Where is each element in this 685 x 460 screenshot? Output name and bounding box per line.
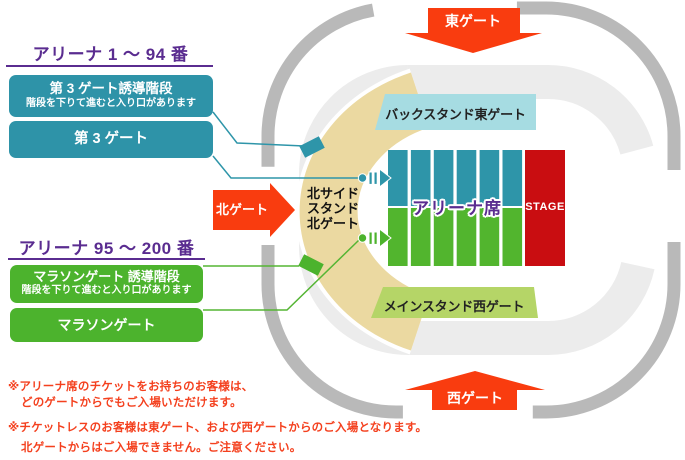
arena-1-94-underline <box>6 65 213 67</box>
note2-line2: 北ゲートからはご入場できません。ご注意ください。 <box>21 442 302 454</box>
arena-95-200-underline <box>8 258 205 260</box>
arena-columns-teal <box>388 150 523 206</box>
north-side-stand-line3: 北ゲート <box>306 216 359 231</box>
north-side-stand-line2: スタンド <box>306 201 359 216</box>
arena-column <box>456 208 477 266</box>
west-gate-label: 西ゲート <box>447 390 503 406</box>
connector-line-marathon-gate <box>203 239 360 311</box>
arena-column <box>410 208 431 266</box>
note2-line1: ※チケットレスのお客様は東ゲート、および西ゲートからのご入場となります。 <box>8 422 428 434</box>
arena-column <box>479 150 500 206</box>
north-stand-crescent <box>299 72 430 351</box>
arena-column <box>479 208 500 266</box>
connector-line-gate3 <box>212 155 358 179</box>
gate3-guide-stairs-box: 第 3 ゲート誘導階段 階段を下りて進むと入り口があります <box>9 75 213 117</box>
arena-seat-label: アリーナ席 <box>412 199 502 218</box>
marathon-gate-guide-stairs-title: マラソンゲート 誘導階段 <box>33 269 180 284</box>
note1-line2: どのゲートからでもご入場いただけます。 <box>21 397 242 409</box>
arena-column <box>433 208 454 266</box>
north-side-stand-label: 北サイド スタンド 北ゲート <box>299 186 367 231</box>
marathon-gate-box: マラソンゲート <box>10 308 203 342</box>
marathon-gate-guide-stairs-subtitle: 階段を下りて進むと入り口があります <box>21 285 192 296</box>
gate3-box: 第 3 ゲート <box>9 121 213 158</box>
arena-column <box>502 208 523 266</box>
east-gate-label: 東ゲート <box>445 13 501 29</box>
stage-label: STAGE <box>525 201 565 213</box>
arena-column <box>433 150 454 206</box>
gate3-guide-stairs-title: 第 3 ゲート誘導階段 <box>49 81 173 96</box>
arena-column <box>388 208 408 266</box>
marathon-gate-position-marker <box>298 254 324 276</box>
east-gate-arrow <box>405 8 542 53</box>
stage-block <box>525 150 565 266</box>
south-entrance-arrow-icon <box>357 227 392 249</box>
arena-columns-green <box>388 208 523 266</box>
main-stand-west-gate-label: メインスタンド西ゲート <box>383 299 525 314</box>
gate3-position-marker <box>299 136 325 158</box>
north-gate-arrow <box>213 183 295 237</box>
north-gate-label: 北ゲート <box>215 202 268 217</box>
arena-column <box>502 150 523 206</box>
north-side-stand-line1: 北サイド <box>306 186 359 201</box>
back-stand-east-gate-band <box>375 94 536 130</box>
connector-line-gate3-stairs <box>212 111 305 147</box>
note1-line1: ※アリーナ席のチケットをお持ちのお客様は、 <box>8 381 254 393</box>
back-stand-east-gate-label: バックスタンド東ゲート <box>385 107 526 122</box>
arena-column <box>410 150 431 206</box>
arena-column <box>388 150 408 206</box>
arena-95-200-title: アリーナ 95 ～ 200 番 <box>18 239 195 258</box>
north-entrance-arrow-icon <box>357 167 392 189</box>
main-stand-west-gate-band <box>371 287 538 318</box>
gate3-guide-stairs-subtitle: 階段を下りて進むと入り口があります <box>26 98 196 109</box>
west-gate-arrow <box>405 371 545 410</box>
marathon-gate-guide-stairs-box: マラソンゲート 誘導階段 階段を下りて進むと入り口があります <box>10 265 203 303</box>
arena-column <box>456 150 477 206</box>
arena-1-94-title: アリーナ 1 ～ 94 番 <box>32 45 189 64</box>
